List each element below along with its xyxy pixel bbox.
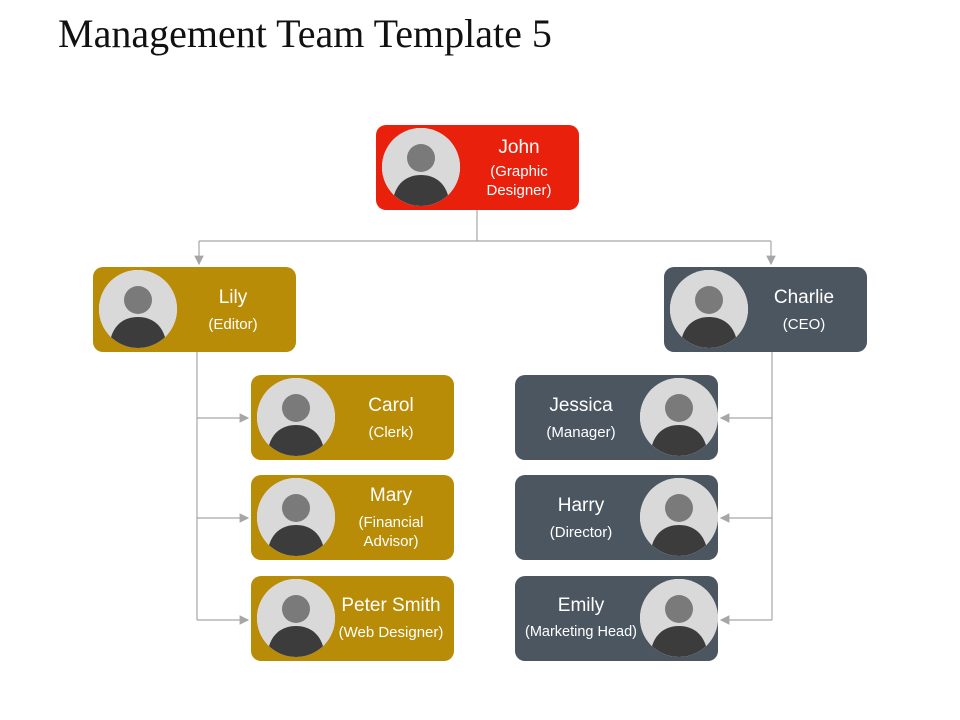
person-role: (Manager)	[546, 424, 616, 441]
person-name: Mary	[369, 485, 413, 506]
person-name: Jessica	[549, 395, 613, 416]
person-role: (Graphic Designer)	[486, 163, 552, 199]
card-harry: Harry (Director)	[515, 475, 718, 560]
person-role: (Director)	[549, 524, 613, 541]
person-photo-icon	[257, 378, 335, 456]
person-role: (Editor)	[208, 316, 258, 333]
person-name: Carol	[368, 395, 414, 416]
person-name: John	[498, 137, 540, 158]
card-carol: Carol (Clerk)	[251, 375, 454, 460]
card-mary: Mary (Financial Advisor)	[251, 475, 454, 560]
person-role: (CEO)	[782, 316, 826, 333]
person-role: (Web Designer)	[338, 624, 444, 641]
card-john: John (Graphic Designer)	[376, 125, 579, 210]
person-role: (Financial Advisor)	[358, 514, 424, 550]
card-jessica: Jessica (Manager)	[515, 375, 718, 460]
card-emily: Emily (Marketing Head)	[515, 576, 718, 661]
person-role: (Clerk)	[368, 424, 414, 441]
person-photo-icon	[640, 478, 718, 556]
person-name: Peter Smith	[341, 595, 441, 616]
person-name: Lily	[218, 287, 248, 308]
person-photo-icon	[99, 270, 177, 348]
person-photo-icon	[257, 478, 335, 556]
person-name: Harry	[557, 495, 605, 516]
person-name: Charlie	[773, 287, 835, 308]
page-title: Management Team Template 5	[58, 11, 552, 56]
card-charlie: Charlie (CEO)	[664, 267, 867, 352]
person-photo-icon	[640, 579, 718, 657]
card-peter-smith: Peter Smith (Web Designer)	[251, 576, 454, 661]
card-lily: Lily (Editor)	[93, 267, 296, 352]
person-role: (Marketing Head)	[524, 624, 637, 640]
person-photo-icon	[257, 579, 335, 657]
person-photo-icon	[670, 270, 748, 348]
person-name: Emily	[557, 595, 605, 616]
person-photo-icon	[382, 128, 460, 206]
person-photo-icon	[640, 378, 718, 456]
